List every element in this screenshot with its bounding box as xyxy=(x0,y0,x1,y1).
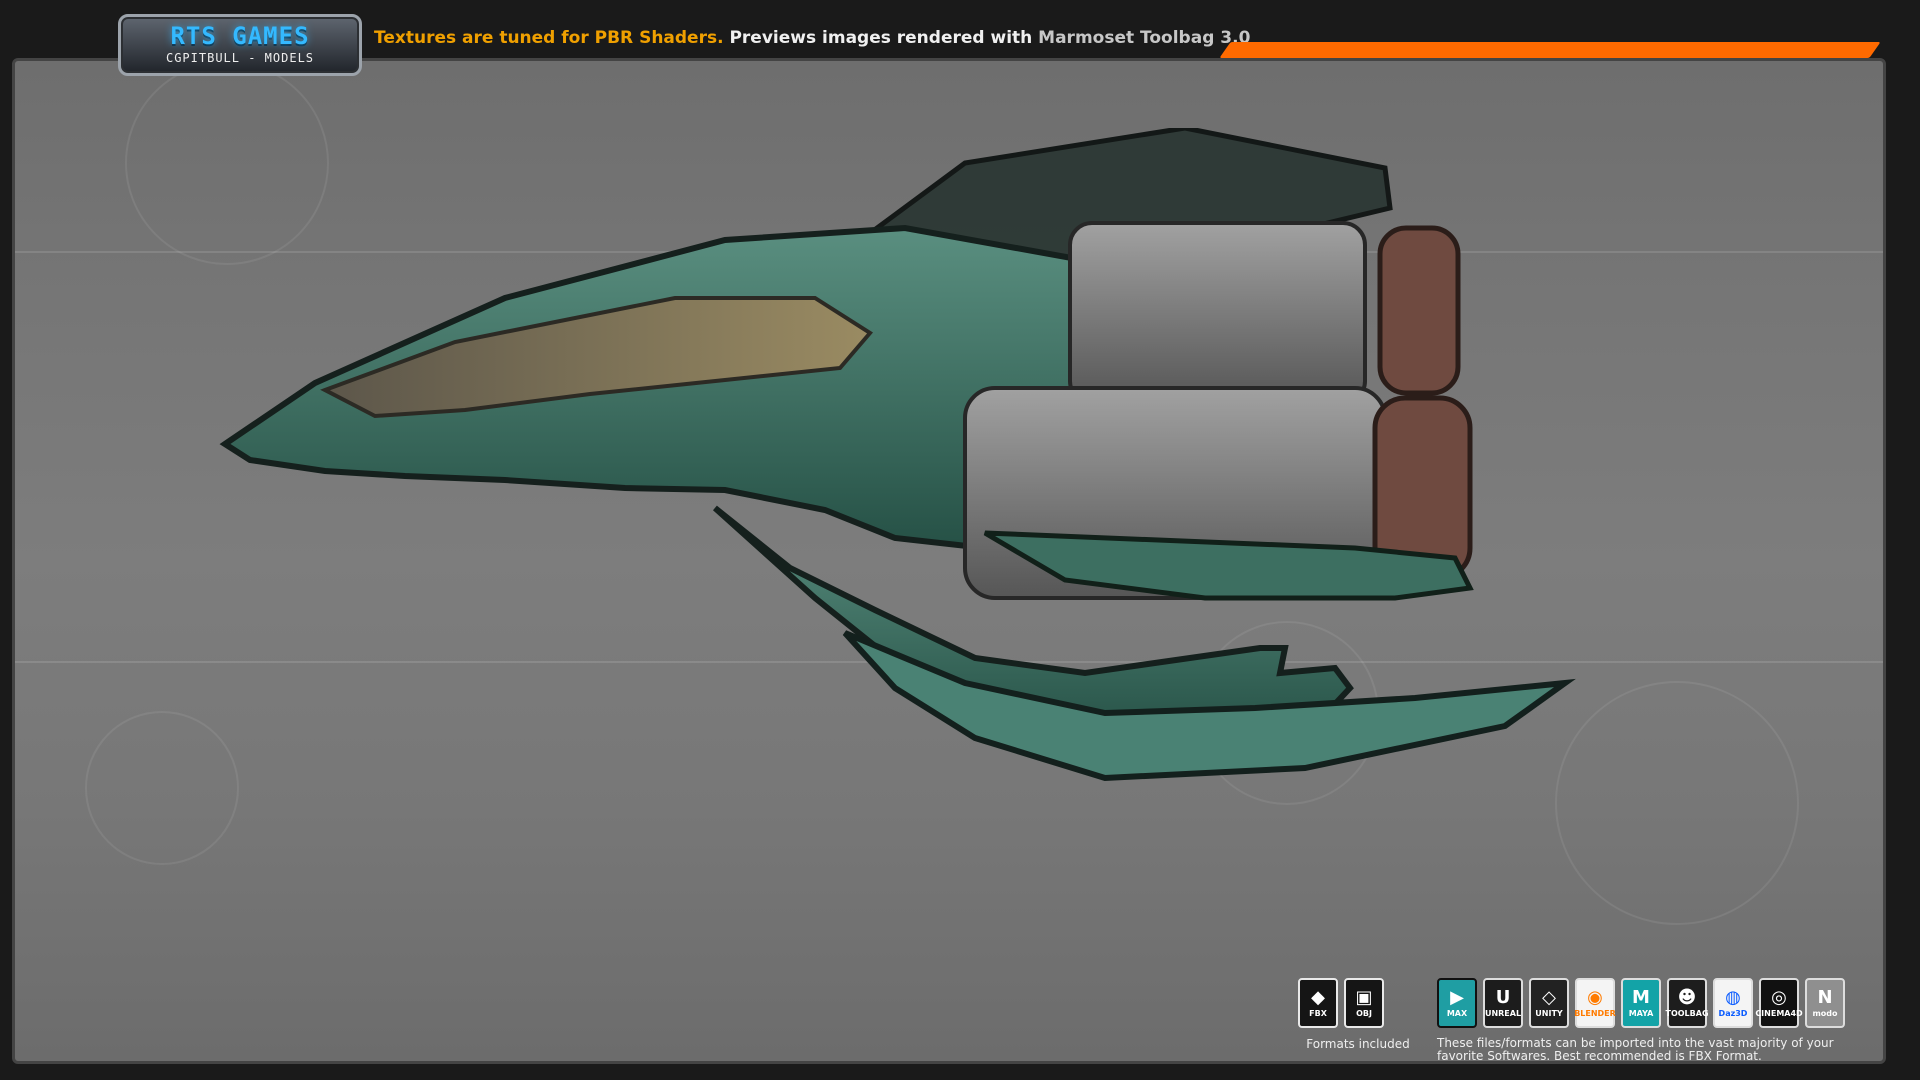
blender-symbol: ◉ xyxy=(1587,986,1603,1008)
formats-included-label: Formats included xyxy=(1306,1037,1410,1051)
unity-label: UNITY xyxy=(1535,1008,1563,1018)
header-normal-text: Previews images rendered with xyxy=(729,28,1039,48)
maya-label: MAYA xyxy=(1628,1008,1654,1018)
daz3d-label: Daz3D xyxy=(1718,1008,1748,1018)
logo-subtitle: CGPITBULL - MODELS xyxy=(165,51,315,65)
logo-title: RTS GAMES xyxy=(170,22,310,50)
upper-engine xyxy=(1068,221,1367,405)
max-icon: ▶ MAX xyxy=(1437,978,1477,1028)
cinema4d-icon: ◎ CINEMA4D xyxy=(1755,978,1803,1028)
max-label: MAX xyxy=(1446,1008,1468,1018)
ship-rear-rail xyxy=(983,530,1474,601)
software-compatibility-text: These files/formats can be imported into… xyxy=(1437,1036,1834,1063)
toolbag-icon: ☻ TOOLBAG xyxy=(1665,978,1709,1028)
ship-bottom-keel xyxy=(842,630,1576,782)
obj-symbol: ▣ xyxy=(1355,986,1373,1008)
unreal-icon: U UNREAL xyxy=(1483,978,1523,1028)
daz3d-symbol: ◍ xyxy=(1725,986,1741,1008)
unity-symbol: ◇ xyxy=(1542,986,1556,1008)
blender-icon: ◉ BLENDER xyxy=(1574,978,1616,1028)
obj-format-icon: ▣ OBJ xyxy=(1344,978,1384,1028)
logo: RTS GAMES CGPITBULL - MODELS xyxy=(118,14,362,76)
cinema4d-symbol: ◎ xyxy=(1771,986,1787,1008)
header-muted-text: Marmoset Toolbag 3.0 xyxy=(1038,28,1251,48)
spaceship-render xyxy=(219,128,1576,782)
toolbag-symbol: ☻ xyxy=(1677,986,1697,1008)
blueprint-circle xyxy=(1555,681,1799,925)
fbx-symbol: ◆ xyxy=(1311,986,1325,1008)
daz3d-icon: ◍ Daz3D xyxy=(1713,978,1753,1028)
blender-label: BLENDER xyxy=(1574,1008,1616,1018)
fbx-label: FBX xyxy=(1309,1008,1327,1018)
fbx-format-icon: ◆ FBX xyxy=(1298,978,1338,1028)
maya-symbol: M xyxy=(1632,986,1650,1008)
obj-label: OBJ xyxy=(1356,1008,1372,1018)
ship-cockpit-panel xyxy=(320,296,874,419)
orange-bar xyxy=(1219,42,1881,58)
header-text: Textures are tuned for PBR Shaders. Prev… xyxy=(374,28,1250,48)
modo-icon: N modo xyxy=(1805,978,1845,1028)
cinema4d-label: CINEMA4D xyxy=(1755,1008,1803,1018)
unreal-symbol: U xyxy=(1495,986,1511,1008)
modo-label: modo xyxy=(1812,1008,1838,1018)
unreal-label: UNREAL xyxy=(1484,1008,1522,1018)
max-symbol: ▶ xyxy=(1450,986,1464,1008)
blueprint-circle xyxy=(85,711,239,865)
maya-icon: M MAYA xyxy=(1621,978,1661,1028)
modo-symbol: N xyxy=(1817,986,1833,1008)
header-accent-text: Textures are tuned for PBR Shaders. xyxy=(374,28,724,48)
unity-icon: ◇ UNITY xyxy=(1529,978,1569,1028)
toolbag-label: TOOLBAG xyxy=(1665,1008,1709,1018)
upper-thruster xyxy=(1377,225,1461,396)
